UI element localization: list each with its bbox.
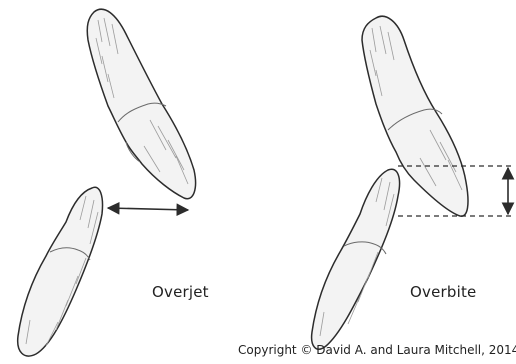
overbite-lower-incisor	[312, 169, 400, 349]
overjet-arrow	[108, 208, 188, 210]
overjet-upper-incisor	[87, 9, 195, 198]
copyright-notice: Copyright © David A. and Laura Mitchell,…	[238, 343, 516, 357]
overbite-label: Overbite	[410, 283, 476, 301]
overjet-lower-incisor	[18, 187, 103, 356]
overjet-label: Overjet	[152, 283, 209, 301]
